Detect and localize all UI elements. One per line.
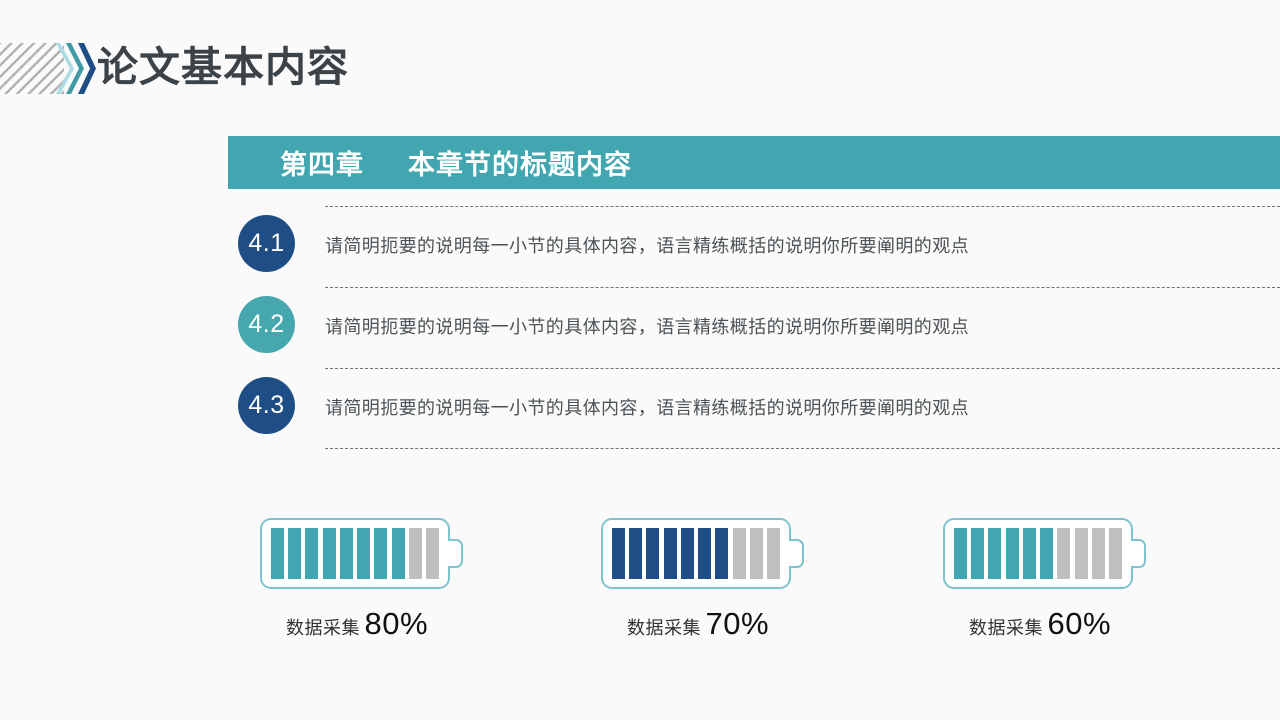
outline-item-text: 请简明扼要的说明每一小节的具体内容，语言精练概括的说明你所要阐明的观点 [325, 398, 969, 418]
battery-terminal [789, 539, 804, 568]
chapter-label: 第四章 [280, 150, 364, 180]
divider [325, 448, 1280, 449]
battery-terminal [448, 539, 463, 568]
battery-segment-filled [288, 528, 302, 579]
battery-segments [271, 528, 439, 579]
battery-segment-filled [1005, 528, 1019, 579]
battery-meter-group: 数据采集 80% 数据采集 70% [0, 518, 1280, 718]
battery-segment-filled [988, 528, 1002, 579]
battery-segment-empty [732, 528, 746, 579]
battery-segment-filled [715, 528, 729, 579]
list-item[interactable]: 4.1 请简明扼要的说明每一小节的具体内容，语言精练概括的说明你所要阐明的观点 [238, 206, 1280, 287]
chapter-banner: 第四章 本章节的标题内容 [228, 136, 1280, 189]
battery-segment-filled [646, 528, 660, 579]
battery-caption: 数据采集 60% [885, 606, 1205, 642]
outline-row-body: 请简明扼要的说明每一小节的具体内容，语言精练概括的说明你所要阐明的观点 [325, 287, 1280, 368]
battery-segment-empty [1057, 528, 1071, 579]
battery-segment-filled [954, 528, 967, 579]
outline-number-badge: 4.3 [238, 377, 295, 434]
battery-segment-filled [305, 528, 319, 579]
battery-segments [954, 528, 1122, 579]
list-item[interactable]: 4.3 请简明扼要的说明每一小节的具体内容，语言精练概括的说明你所要阐明的观点 [238, 368, 1280, 449]
outline-number-badge: 4.1 [238, 215, 295, 272]
battery-meter: 数据采集 70% [543, 518, 863, 642]
battery-segment-filled [629, 528, 643, 579]
list-item[interactable]: 4.2 请简明扼要的说明每一小节的具体内容，语言精练概括的说明你所要阐明的观点 [238, 287, 1280, 368]
battery-segment-filled [1040, 528, 1054, 579]
battery-caption-line: 数据采集 70% [627, 606, 779, 642]
divider [325, 368, 1280, 369]
diagonal-stripes-icon [0, 43, 64, 94]
battery-segment-empty [1074, 528, 1088, 579]
battery-segment-filled [663, 528, 677, 579]
battery-value: 80 [364, 606, 400, 641]
outline-row-body: 请简明扼要的说明每一小节的具体内容，语言精练概括的说明你所要阐明的观点 [325, 206, 1280, 287]
divider [325, 206, 1280, 207]
battery-segments [612, 528, 780, 579]
battery-label: 数据采集 [286, 618, 360, 638]
battery-unit: % [399, 606, 429, 641]
battery-segment-filled [374, 528, 388, 579]
battery-label: 数据采集 [627, 618, 701, 638]
battery-segment-filled [971, 528, 985, 579]
battery-segment-filled [612, 528, 625, 579]
battery-icon [943, 518, 1147, 589]
battery-unit: % [740, 606, 770, 641]
chapter-banner-content: 第四章 本章节的标题内容 [280, 136, 632, 189]
battery-segment-filled [698, 528, 712, 579]
battery-segment-filled [1022, 528, 1036, 579]
outline-item-text: 请简明扼要的说明每一小节的具体内容，语言精练概括的说明你所要阐明的观点 [325, 236, 969, 256]
battery-segment-empty [749, 528, 763, 579]
chapter-title: 本章节的标题内容 [408, 150, 632, 180]
battery-segment-empty [1091, 528, 1105, 579]
outline-number-badge: 4.2 [238, 296, 295, 353]
battery-segment-empty [408, 528, 422, 579]
battery-unit: % [1082, 606, 1112, 641]
page-title: 论文基本内容 [97, 44, 349, 90]
outline-list: 4.1 请简明扼要的说明每一小节的具体内容，语言精练概括的说明你所要阐明的观点 … [238, 206, 1280, 449]
battery-segment-filled [391, 528, 405, 579]
battery-value: 70 [705, 606, 741, 641]
battery-caption-line: 数据采集 60% [969, 606, 1121, 642]
battery-terminal [1131, 539, 1146, 568]
battery-value: 60 [1047, 606, 1083, 641]
battery-segment-filled [271, 528, 284, 579]
battery-caption: 数据采集 70% [543, 606, 863, 642]
battery-icon [601, 518, 805, 589]
battery-segment-filled [680, 528, 694, 579]
battery-meter: 数据采集 60% [885, 518, 1205, 642]
chevron-right-icon-teal [66, 43, 84, 94]
battery-segment-filled [322, 528, 336, 579]
battery-label: 数据采集 [969, 618, 1043, 638]
slide-header: 论文基本内容 [0, 0, 1280, 120]
battery-meter: 数据采集 80% [202, 518, 522, 642]
chevron-right-icon-navy [78, 43, 96, 94]
outline-item-text: 请简明扼要的说明每一小节的具体内容，语言精练概括的说明你所要阐明的观点 [325, 317, 969, 337]
battery-segment-filled [339, 528, 353, 579]
outline-row-body: 请简明扼要的说明每一小节的具体内容，语言精练概括的说明你所要阐明的观点 [325, 368, 1280, 449]
battery-icon [260, 518, 464, 589]
battery-segment-empty [766, 528, 780, 579]
battery-segment-empty [1108, 528, 1122, 579]
chevron-right-icon-light [56, 43, 74, 94]
battery-caption: 数据采集 80% [202, 606, 522, 642]
battery-segment-empty [425, 528, 439, 579]
battery-caption-line: 数据采集 80% [286, 606, 438, 642]
divider [325, 287, 1280, 288]
battery-segment-filled [357, 528, 371, 579]
